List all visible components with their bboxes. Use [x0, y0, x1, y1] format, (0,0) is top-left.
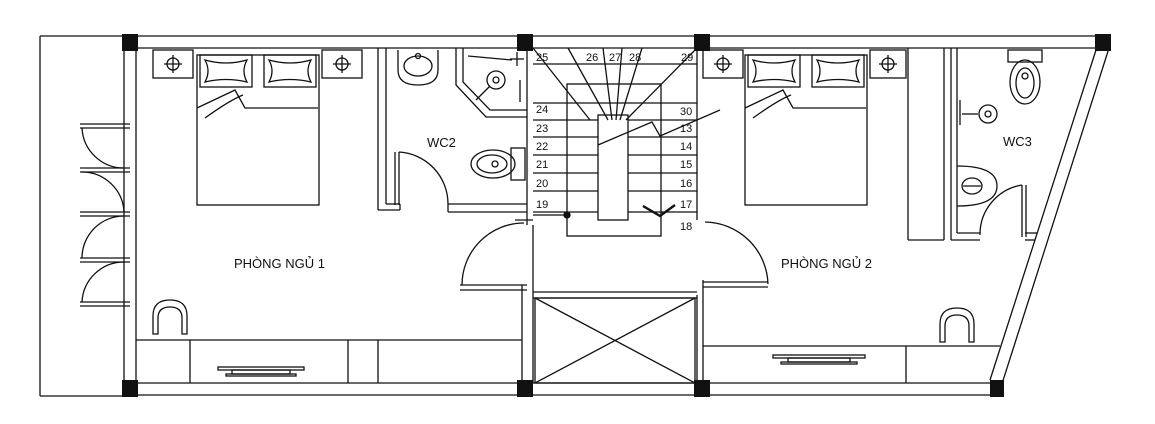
- wc3-toilet: [1007, 49, 1043, 105]
- step-number: 18: [680, 221, 692, 233]
- step-number: 17: [680, 199, 692, 211]
- nightstand-1-left: [152, 49, 194, 79]
- step-number: 25: [536, 52, 548, 64]
- step-number: 14: [680, 141, 692, 153]
- nightstand-2-right: [869, 49, 907, 79]
- structural-columns: [122, 34, 1111, 397]
- step-number: 30: [680, 106, 692, 118]
- desk-2: [703, 345, 1000, 383]
- bed-2: [744, 54, 868, 206]
- step-number: 15: [680, 159, 692, 171]
- bed-1: [196, 54, 320, 206]
- wc2-toilet: [470, 147, 526, 181]
- step-number: 23: [536, 123, 548, 135]
- stair-start-marker: [563, 211, 571, 219]
- step-number: 16: [680, 178, 692, 190]
- room-label-bedroom-2: PHÒNG NGỦ 2: [781, 256, 872, 271]
- wc3-sink: [956, 165, 998, 207]
- room-label-wc2: WC2: [427, 135, 456, 150]
- exterior-walls: [125, 35, 1111, 396]
- step-number: 29: [681, 52, 693, 64]
- bedroom-1-door: [460, 222, 527, 291]
- wc3-shower: [959, 100, 998, 125]
- chair-1: [152, 299, 188, 335]
- step-number: 27: [609, 52, 621, 64]
- step-number: 24: [536, 104, 548, 116]
- nightstand-1-right: [321, 49, 363, 79]
- wc2-door: [394, 151, 449, 205]
- step-number: 26: [586, 52, 598, 64]
- step-number: 19: [536, 199, 548, 211]
- balcony-doors: [80, 123, 130, 307]
- interior-walls: [377, 48, 1037, 383]
- desk-1: [136, 339, 522, 383]
- step-number: 21: [536, 159, 548, 171]
- step-number: 13: [680, 123, 692, 135]
- step-number: 28: [629, 52, 641, 64]
- wc2-shower: [467, 52, 524, 102]
- bedroom-2-door: [703, 221, 769, 288]
- stair-void: [534, 297, 696, 384]
- staircase: [532, 47, 721, 237]
- wc3-door: [979, 184, 1027, 237]
- stair-step-numbers: 25 26 27 28 29 24 23 22 21 20 19 30 13 1…: [536, 52, 693, 233]
- step-number: 22: [536, 141, 548, 153]
- chair-2: [939, 307, 975, 343]
- wc2-sink: [397, 50, 439, 86]
- nightstand-2-left: [702, 49, 744, 79]
- room-label-wc3: WC3: [1003, 134, 1032, 149]
- room-label-bedroom-1: PHÒNG NGỦ 1: [234, 256, 325, 271]
- step-number: 20: [536, 178, 548, 190]
